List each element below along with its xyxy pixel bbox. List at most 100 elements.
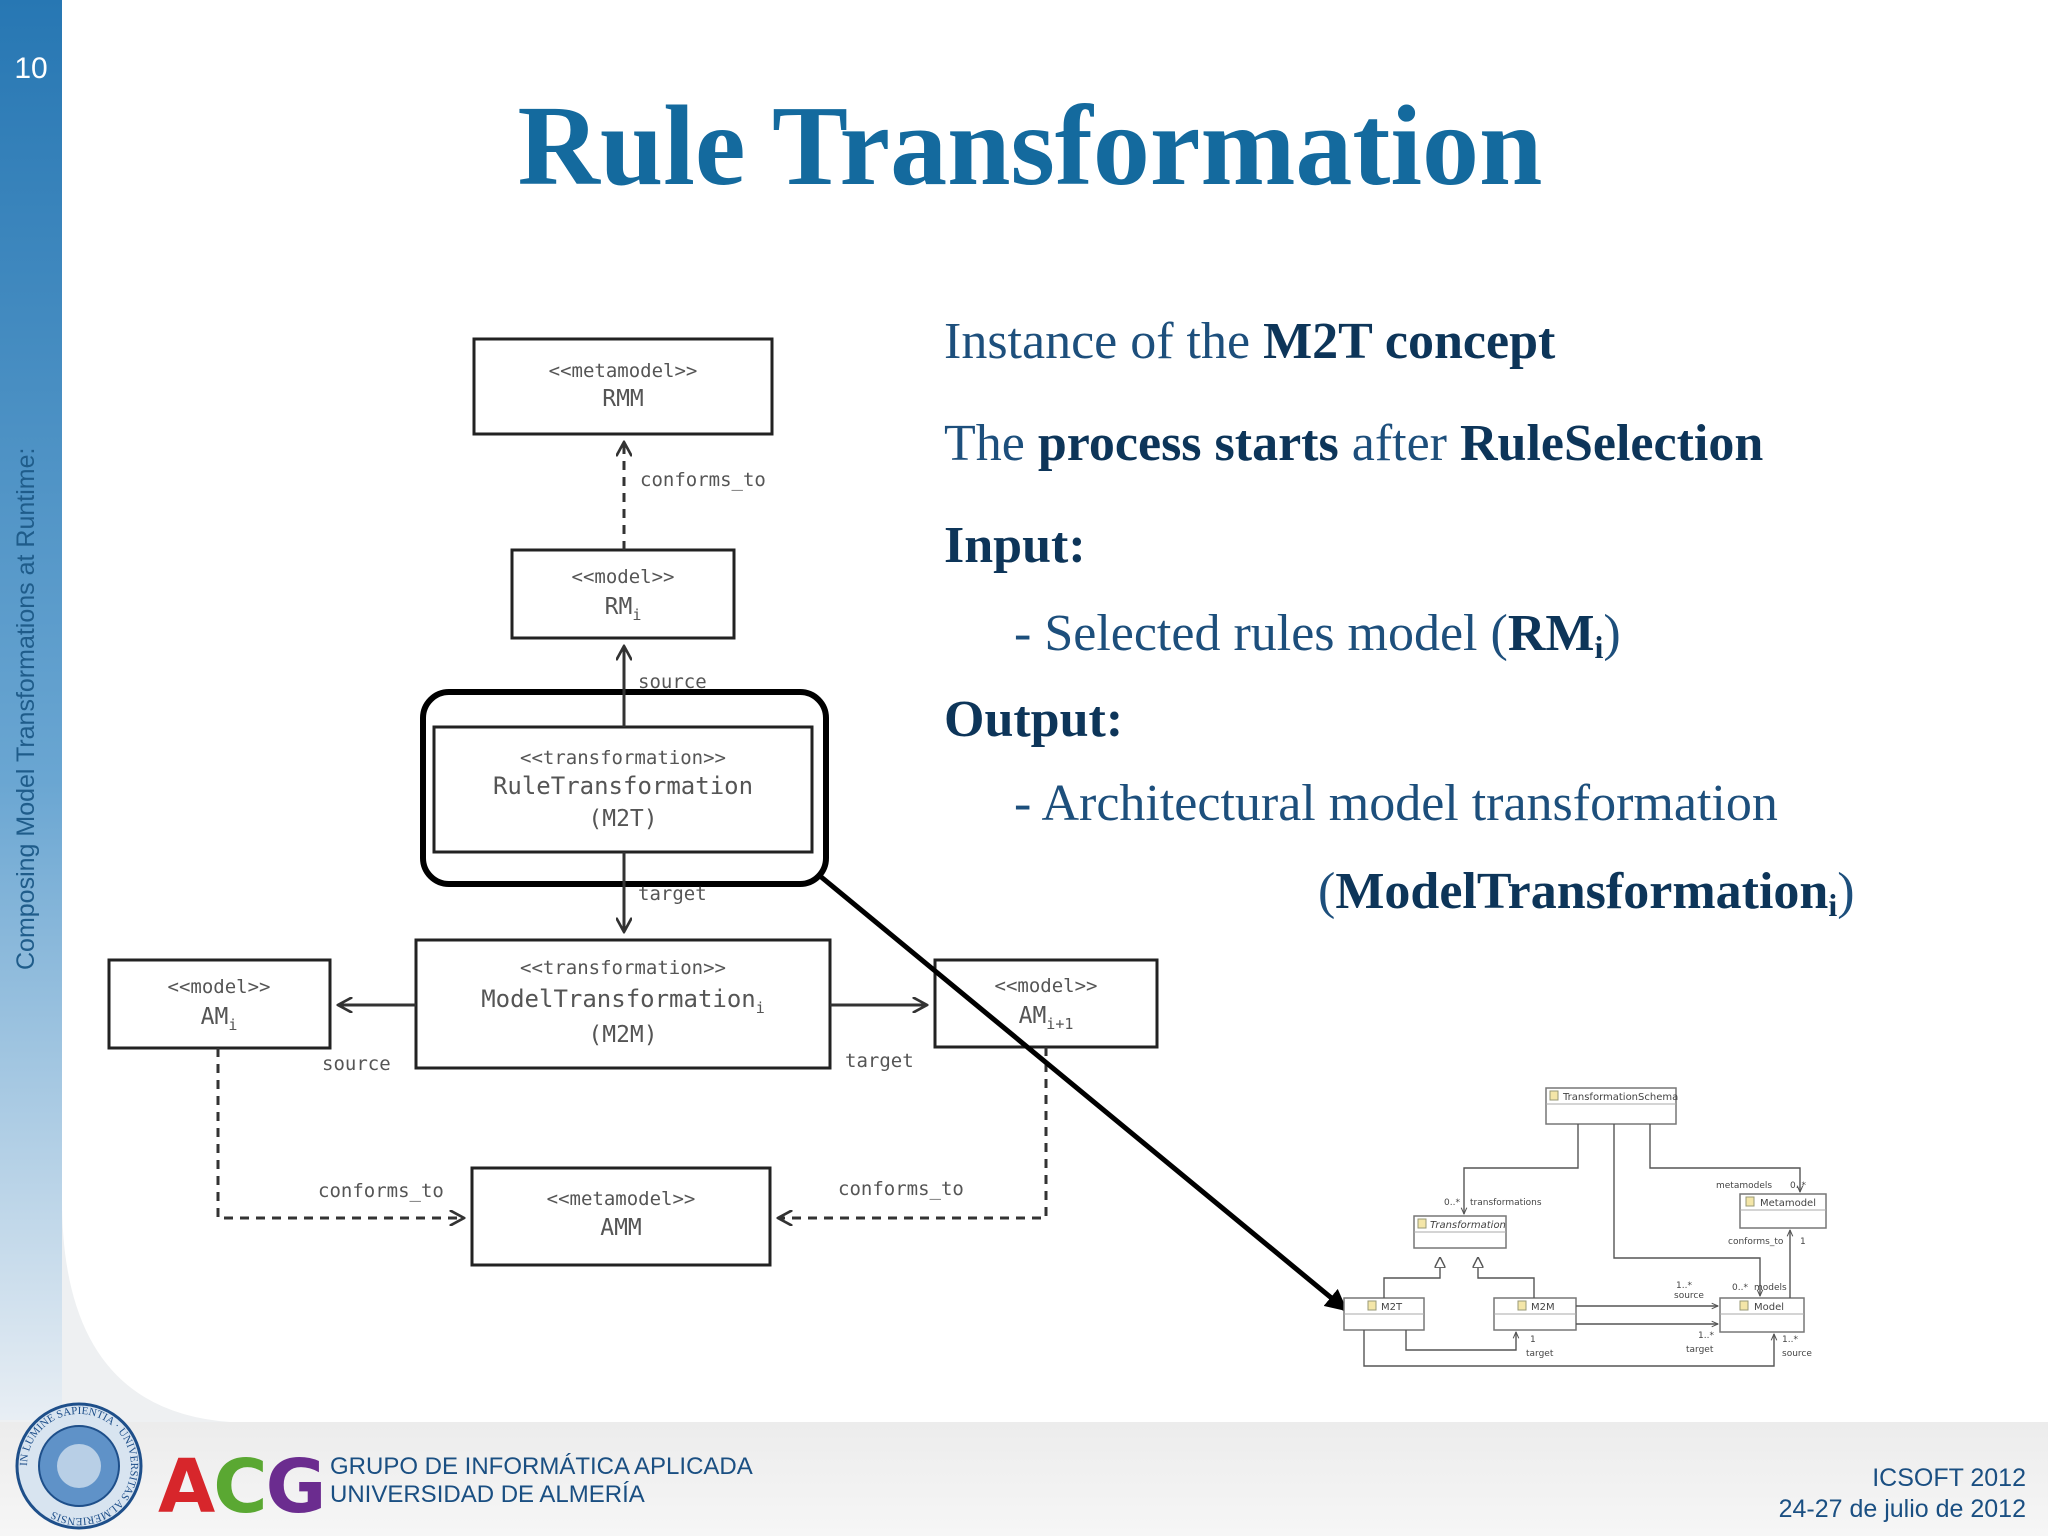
output-label: Output: [944, 690, 1123, 749]
class-icon [1745, 1196, 1755, 1207]
schema-m2t-label: M2T [1381, 1302, 1403, 1313]
label-source-am-i: source [322, 1053, 391, 1075]
subscript: i [1594, 629, 1604, 665]
schema-model-label: Model [1754, 1302, 1784, 1313]
acg-logo-a: A [158, 1444, 215, 1530]
rmm-stereotype: <<metamodel>> [549, 360, 698, 382]
am-i1-name: AMi+1 [1019, 1003, 1074, 1033]
schema-edge-metamodels [1649, 1124, 1800, 1192]
amm-box: <<metamodel>> AMM [470, 1166, 772, 1267]
schema-edge-models [1613, 1124, 1760, 1296]
schema-label-models: models [1754, 1283, 1787, 1293]
am-i-name-text: AM [201, 1004, 229, 1030]
am-i-name-sub: i [228, 1016, 237, 1034]
am-i1-conforms-arrow [778, 1047, 1048, 1218]
schema-mult-m2t-source: 1..* [1782, 1335, 1798, 1345]
bullet-text: ) [1837, 863, 1855, 920]
schema-edge-m2t-target [1405, 1330, 1516, 1351]
rm-stereotype: <<model>> [572, 566, 675, 588]
mt-stereotype: <<transformation>> [520, 957, 726, 979]
mt-name: ModelTransformationi [481, 985, 765, 1017]
am-i-box: <<model>> AMi [107, 958, 332, 1050]
bullet-text: - Selected rules model ( [1014, 605, 1508, 662]
bullet-process-starts: The process starts after RuleSelection [944, 414, 1763, 473]
pointer-arrow [818, 874, 1348, 1312]
schema-label-conforms-to: conforms_to [1728, 1237, 1784, 1247]
rule-transformation-box: <<transformation>> RuleTransformation (M… [432, 725, 814, 854]
rt-name: RuleTransformation [493, 772, 753, 800]
page-title: Rule Transformation [517, 82, 1543, 209]
schema-mult-models: 0..* [1732, 1283, 1748, 1293]
footer-conference: ICSOFT 2012 [1872, 1464, 2026, 1492]
schema-mult-metamodels: 0..* [1790, 1181, 1806, 1191]
input-label: Input: [944, 516, 1086, 575]
bullet-bold: RuleSelection [1459, 415, 1764, 472]
acg-logo-c: C [213, 1444, 267, 1530]
am-i1-name-text: AM [1019, 1003, 1047, 1029]
schema-box-model [1719, 1297, 1805, 1333]
schema-mult-m2m-source: 1..* [1676, 1281, 1692, 1291]
label-conforms-to-rmm: conforms_to [640, 469, 766, 491]
label-target-am-i1: target [845, 1050, 914, 1072]
output-item-continued: (ModelTransformationi) [1318, 862, 1855, 924]
mt-name-sub: i [756, 999, 765, 1017]
schema-box-transformationschema [1545, 1087, 1677, 1125]
schema-m2m-label: M2M [1531, 1302, 1555, 1313]
model-transformation-box: <<transformation>> ModelTransformationi … [414, 938, 832, 1070]
schema-edge-transformations [1464, 1124, 1579, 1214]
label-conforms-to-right: conforms_to [838, 1178, 964, 1200]
footer-band [0, 1422, 2048, 1536]
class-icon [1549, 1090, 1559, 1101]
amm-stereotype: <<metamodel>> [547, 1188, 696, 1210]
rm-name-text: RM [605, 594, 633, 620]
bullet-text: ) [1603, 605, 1621, 662]
schema-label-m2m-target: target [1686, 1345, 1714, 1355]
footer-org-line2: UNIVERSIDAD DE ALMERÍA [330, 1481, 645, 1508]
schema-label-m2t-target: target [1526, 1349, 1554, 1359]
input-label-text: Input: [944, 517, 1086, 574]
schema-mult-m2m-target: 1..* [1698, 1331, 1714, 1341]
rm-name-sub: i [632, 606, 641, 624]
label-conforms-to-left: conforms_to [318, 1180, 444, 1202]
bullet-bold: RM [1507, 605, 1595, 662]
bullet-m2t-concept: Instance of the M2T concept [944, 312, 1555, 371]
am-i-name: AMi [201, 1004, 238, 1034]
am-i1-name-sub: i+1 [1046, 1015, 1073, 1033]
bullet-bold: M2T concept [1263, 313, 1556, 370]
class-icon [1417, 1218, 1427, 1229]
university-seal-logo: IN LUMINE SAPIENTIA · UNIVERSITAS ALMERI… [15, 1402, 143, 1530]
rmm-box: <<metamodel>> RMM [472, 337, 774, 436]
uml-diagram: <<metamodel>> RMM <<model>> RMi <<transf… [107, 337, 1827, 1367]
input-item: - Selected rules model (RMi) [1014, 604, 1621, 666]
schema-mult-transformations: 0..* [1444, 1198, 1460, 1208]
mt-kind: (M2M) [588, 1022, 657, 1048]
schema-transformation-label: Transformation [1430, 1220, 1506, 1231]
rmm-name: RMM [602, 386, 644, 412]
schema-label-transformations: transformations [1470, 1198, 1542, 1208]
class-icon [1367, 1300, 1377, 1311]
schema-label-metamodels: metamodels [1716, 1181, 1772, 1191]
schema-label-m2m-source: source [1674, 1291, 1704, 1301]
bullet-bold: ModelTransformation [1335, 863, 1829, 920]
output-item: - Architectural model transformation [1014, 775, 1778, 832]
schema-inherit-m2t [1383, 1258, 1440, 1298]
footer-dates: 24-27 de julio de 2012 [1778, 1495, 2026, 1523]
bullet-text: after [1338, 415, 1460, 472]
schema-edge-m2t-source [1363, 1330, 1774, 1367]
am-i-stereotype: <<model>> [168, 976, 271, 998]
am-i-conforms-arrow [216, 1048, 464, 1218]
slide-number: 10 [14, 52, 48, 85]
side-bar [0, 0, 62, 1420]
acg-logo: ACG [158, 1444, 326, 1530]
am-i1-stereotype: <<model>> [995, 975, 1098, 997]
mt-name-text: ModelTransformation [481, 985, 756, 1013]
schema-label-m2t-source: source [1782, 1349, 1812, 1359]
schema-metamodel-label: Metamodel [1760, 1198, 1816, 1209]
rm-name: RMi [605, 594, 642, 624]
bullet-text: Instance of the [944, 313, 1264, 370]
rm-box: <<model>> RMi [510, 548, 736, 640]
transformation-schema-diagram: TransformationSchema Transformation Meta… [1343, 1087, 1827, 1367]
footer-org-line1: GRUPO DE INFORMÁTICA APLICADA [330, 1453, 753, 1480]
schema-transformationschema-label: TransformationSchema [1562, 1092, 1678, 1103]
bullet-bold: process starts [1037, 415, 1339, 472]
